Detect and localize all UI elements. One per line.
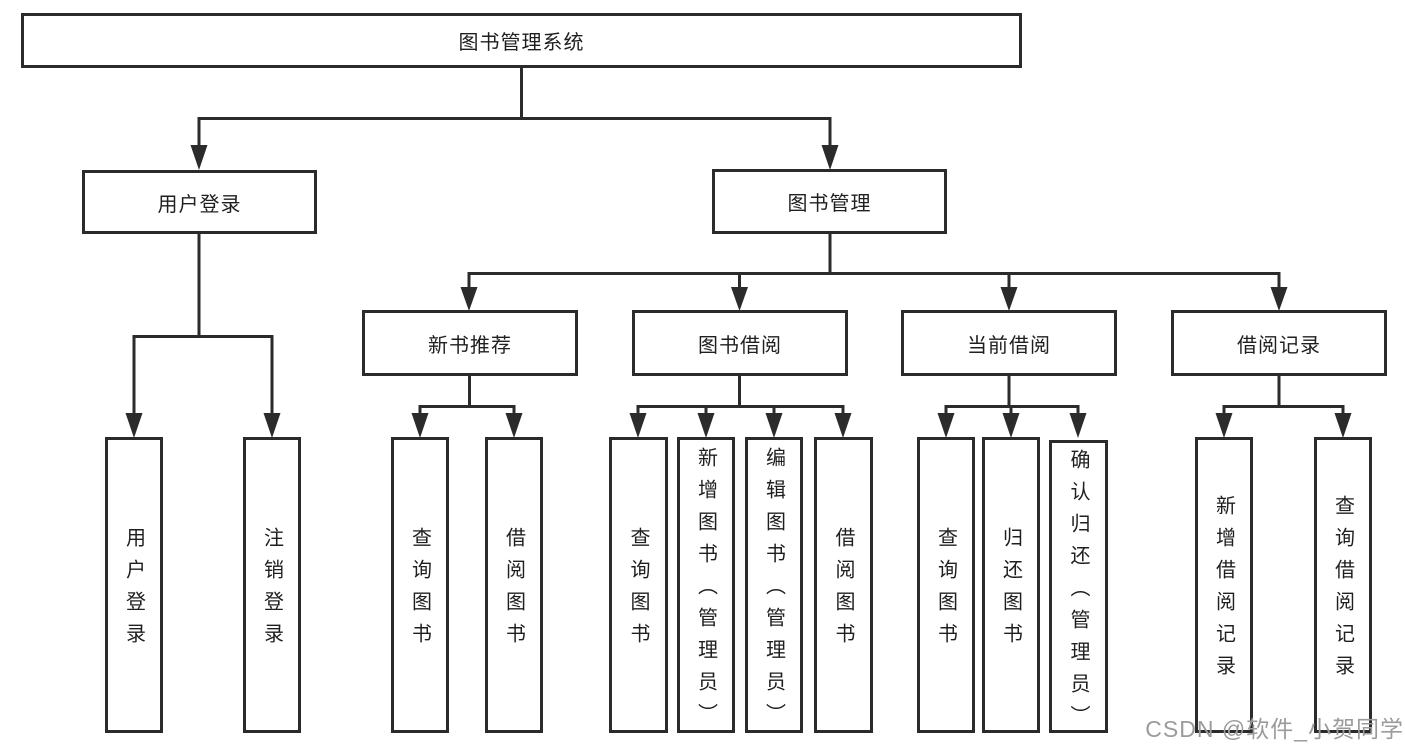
node-label: 查询借阅记录 (1331, 495, 1354, 687)
leaf-user-login: 用户登录 (105, 437, 163, 733)
leaf-current-query-books: 查询图书 (917, 437, 975, 733)
node-label: 查询图书 (627, 527, 649, 655)
leaf-borrowing-borrow-books: 借阅图书 (814, 437, 873, 733)
leaf-borrowing-edit-books-admin: 编辑图书（管理员） (745, 437, 803, 735)
csdn-watermark: CSDN @软件_小贺同学 (1145, 716, 1404, 742)
leaf-logout-login: 注销登录 (243, 437, 301, 733)
node-book-management: 图书管理 (712, 169, 947, 234)
node-label: 确认归还（管理员） (1067, 448, 1089, 737)
node-book-borrowing: 图书借阅 (632, 310, 848, 376)
node-label: 归还图书 (999, 527, 1022, 655)
leaf-records-add-borrow-record: 新增借阅记录 (1195, 437, 1253, 733)
leaf-recommend-borrow-books: 借阅图书 (485, 437, 543, 733)
node-label: 查询图书 (934, 527, 957, 655)
leaf-borrowing-add-books-admin: 新增图书（管理员） (677, 437, 735, 735)
node-label: 新增图书（管理员） (694, 447, 717, 735)
leaf-current-return-books: 归还图书 (982, 437, 1040, 733)
node-library-management-system: 图书管理系统 (21, 13, 1022, 68)
node-label: 图书借阅 (698, 334, 782, 357)
node-label: 注销登录 (260, 527, 283, 655)
leaf-borrowing-query-books: 查询图书 (609, 437, 668, 733)
node-borrowing-records: 借阅记录 (1171, 310, 1387, 376)
node-user-login: 用户登录 (82, 170, 317, 234)
node-label: 用户登录 (157, 193, 242, 216)
node-label: 借阅记录 (1237, 334, 1321, 357)
node-label: 新增借阅记录 (1212, 495, 1235, 687)
leaf-records-query-borrow-record: 查询借阅记录 (1314, 437, 1372, 733)
leaf-recommend-query-books: 查询图书 (391, 437, 449, 733)
node-label: 借阅图书 (832, 527, 854, 655)
node-label: 新书推荐 (428, 334, 512, 357)
leaf-current-confirm-return-admin: 确认归还（管理员） (1049, 440, 1108, 737)
node-label: 图书管理系统 (458, 32, 585, 54)
node-label: 查询图书 (408, 527, 431, 655)
node-label: 图书管理 (787, 193, 872, 215)
node-new-book-recommendation: 新书推荐 (362, 310, 578, 376)
node-label: 借阅图书 (502, 527, 525, 655)
node-label: 用户登录 (122, 527, 145, 655)
node-label: 当前借阅 (967, 334, 1051, 357)
node-current-borrowing: 当前借阅 (901, 310, 1117, 376)
node-label: 编辑图书（管理员） (762, 447, 785, 735)
